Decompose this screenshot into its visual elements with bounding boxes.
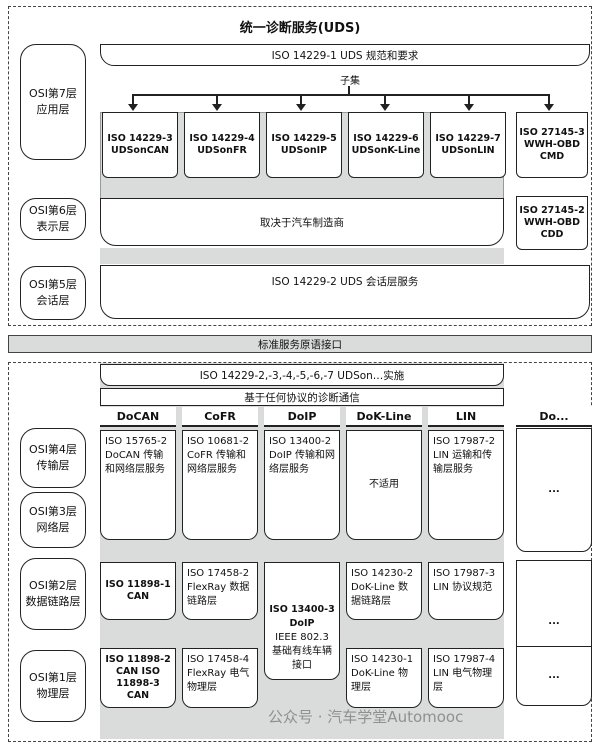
osi-layer-label: OSI第5层会话层 xyxy=(20,266,86,320)
arrow-head-icon xyxy=(464,104,474,111)
transport-cell: ISO 13400-2 DoIP 传输和网络层服务 xyxy=(264,430,340,540)
osi-layer-sub: 应用层 xyxy=(36,103,70,116)
osi-layer-sub: 数据链路层 xyxy=(25,595,81,608)
transport-cell: ISO 10681-2 CoFR 传输和网络层服务 xyxy=(182,430,258,540)
column-header: Do... xyxy=(516,407,592,427)
transport-cell: 不适用 xyxy=(346,430,422,540)
arrow-head-icon xyxy=(380,104,390,111)
osi-layer-label: OSI第7层应用层 xyxy=(20,44,86,160)
arrow-head-icon xyxy=(212,104,222,111)
datalink-cell: ISO 17458-2 FlexRay 数据链路层 xyxy=(182,562,258,620)
primitive-interface-bar: 标准服务原语接口 xyxy=(8,335,592,353)
arrow-bar xyxy=(132,94,548,96)
physical-cell: ISO 14230-1 DoK-Line 物理层 xyxy=(346,648,422,708)
osi-layer-name: OSI第3层 xyxy=(29,505,77,518)
transport-cell: ISO 17987-2 LIN 运输和传输层服务 xyxy=(428,430,504,540)
datalink-cell: ISO 17987-3 LIN 协议规范 xyxy=(428,562,504,620)
osi-layer-sub: 物理层 xyxy=(36,687,70,700)
osi-layer-sub: 表示层 xyxy=(36,220,70,233)
app-doc-standard: ISO 14229-6 xyxy=(353,133,419,144)
datalink-cell: ISO 14230-2 DoK-Line 数据链路层 xyxy=(346,562,422,620)
osi-layer-label: OSI第2层数据链路层 xyxy=(20,558,86,630)
osi-layer-label: OSI第1层物理层 xyxy=(20,650,86,722)
osi-layer-sub: 会话层 xyxy=(36,294,70,307)
osi-layer-sub: 传输层 xyxy=(36,459,70,472)
app-doc-protocol: UDSonCAN xyxy=(110,145,169,156)
arrow-line xyxy=(548,94,550,104)
osi-layer-name: OSI第7层 xyxy=(29,87,77,100)
osi-layer-name: OSI第5层 xyxy=(29,278,77,291)
osi-layer-name: OSI第2层 xyxy=(29,579,77,592)
diagram-title: 统一诊断服务(UDS) xyxy=(239,20,361,36)
arrow-trunk xyxy=(348,86,350,94)
implementation-banner: ISO 14229-2,-3,-4,-5,-6,-7 UDSon…实施 xyxy=(100,364,504,386)
gray-gap xyxy=(100,248,504,264)
app-doc-protocol: UDSonFR xyxy=(197,145,247,156)
osi-layer-label: OSI第6层表示层 xyxy=(20,198,86,240)
spec-banner: ISO 14229-1 UDS 规范和要求 xyxy=(100,44,590,66)
app-doc-protocol: UDSonIP xyxy=(280,145,328,156)
arrow-line xyxy=(384,94,386,104)
osi-layer-sub: 网络层 xyxy=(36,521,70,534)
lower-frame xyxy=(8,362,592,742)
column-cell: ... xyxy=(516,428,592,552)
physical-cell: ISO 11898-2 CAN ISO 11898-3 CAN xyxy=(100,648,176,708)
watermark: 公众号 · 汽车学堂Automooc xyxy=(268,708,464,726)
datalink-cell: ISO 11898-1 CAN xyxy=(100,562,176,620)
app-doc-protocol: UDSonLIN xyxy=(441,145,495,156)
upper-frame xyxy=(8,6,592,326)
column-header: CoFR xyxy=(182,407,258,427)
datalink-interface: IEEE 802.3 基础有线车辆接口 xyxy=(272,632,332,671)
arrow-line xyxy=(216,94,218,104)
app-doc-standard: ISO 14229-3 xyxy=(107,133,173,144)
any-protocol-banner: 基于任何协议的诊断通信 xyxy=(100,388,504,406)
subset-label: 子集 xyxy=(340,75,360,87)
transport-cell: ISO 15765-2 DoCAN 传输和网络层服务 xyxy=(100,430,176,540)
app-doc-standard: ISO 14229-5 xyxy=(271,133,337,144)
app-doc-standard: ISO 14229-4 xyxy=(189,133,255,144)
osi-layer-name: OSI第6层 xyxy=(29,204,77,217)
osi-layer-name: OSI第1层 xyxy=(29,671,77,684)
column-header: DoK-Line xyxy=(346,407,422,427)
osi-layer-label: OSI第4层传输层 xyxy=(20,428,86,488)
physical-cell: ISO 17987-4 LIN 电气物理层 xyxy=(428,648,504,708)
arrow-line xyxy=(132,94,134,104)
app-doc-standard: ISO 14229-7 xyxy=(435,133,501,144)
arrow-line xyxy=(468,94,470,104)
osi-layer-name: OSI第4层 xyxy=(29,443,77,456)
osi-layer-label: OSI第3层网络层 xyxy=(20,492,86,548)
datalink-standard: ISO 13400-3 DoIP xyxy=(269,604,335,629)
session-text: ISO 14229-2 UDS 会话层服务 xyxy=(100,265,590,319)
arrow-head-icon xyxy=(544,104,554,111)
arrow-head-icon xyxy=(128,104,138,111)
physical-cell: ISO 17458-4 FlexRay 电气物理层 xyxy=(182,648,258,708)
column-cell: ... xyxy=(516,646,592,706)
presentation-text: 取决于汽车制造商 xyxy=(100,198,504,246)
arrow-line xyxy=(300,94,302,104)
column-header: DoIP xyxy=(264,407,340,427)
arrow-head-icon xyxy=(296,104,306,111)
column-header: DoCAN xyxy=(100,407,176,427)
datalink-cell: ISO 13400-3 DoIP IEEE 802.3 基础有线车辆接口 xyxy=(264,562,340,680)
app-doc-protocol: UDSonK-Line xyxy=(351,145,421,156)
column-header: LIN xyxy=(428,407,504,427)
